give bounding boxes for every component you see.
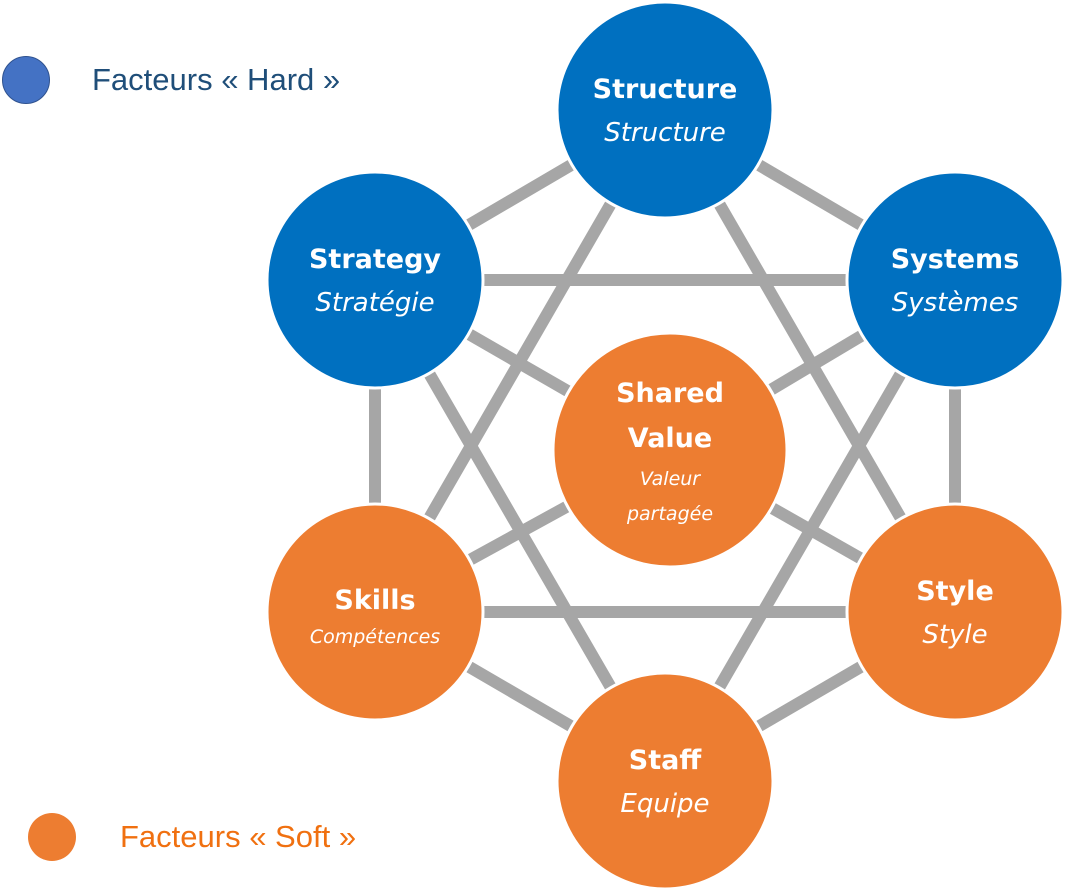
legend-soft-label: Facteurs « Soft » — [120, 819, 357, 854]
systems-label-fr: Systèmes — [892, 288, 1019, 318]
nodes: StructureStructureStrategyStratégieSyste… — [265, 0, 1065, 891]
soft-factor-swatch — [28, 813, 76, 861]
skills-label-fr: Compétences — [310, 626, 440, 648]
style-label-en: Style — [916, 576, 994, 607]
style-circle — [845, 502, 1065, 722]
hard-factor-swatch — [2, 56, 50, 104]
shared-label-fr-2: partagée — [626, 503, 713, 525]
structure-label-en: Structure — [593, 74, 738, 105]
structure-label-fr: Structure — [604, 118, 726, 148]
strategy-label-en: Strategy — [309, 244, 441, 275]
style-label-fr: Style — [922, 620, 987, 650]
systems-circle — [845, 170, 1065, 390]
legend-hard-label: Facteurs « Hard » — [92, 62, 341, 97]
skills-circle — [265, 502, 485, 722]
shared-circle — [551, 331, 789, 569]
systems-label-en: Systems — [891, 244, 1020, 275]
staff-label-fr: Equipe — [620, 789, 709, 819]
staff-label-en: Staff — [629, 745, 703, 776]
structure-circle — [555, 0, 775, 220]
legend-hard: Facteurs « Hard » — [2, 56, 340, 104]
staff-circle — [555, 671, 775, 891]
strategy-circle — [265, 170, 485, 390]
shared-label-en-2: Value — [628, 423, 712, 454]
shared-label-fr-1: Valeur — [640, 468, 701, 490]
skills-label-en: Skills — [334, 585, 415, 616]
legend-soft: Facteurs « Soft » — [28, 813, 356, 861]
strategy-label-fr: Stratégie — [315, 288, 434, 318]
shared-label-en-1: Shared — [616, 378, 724, 409]
